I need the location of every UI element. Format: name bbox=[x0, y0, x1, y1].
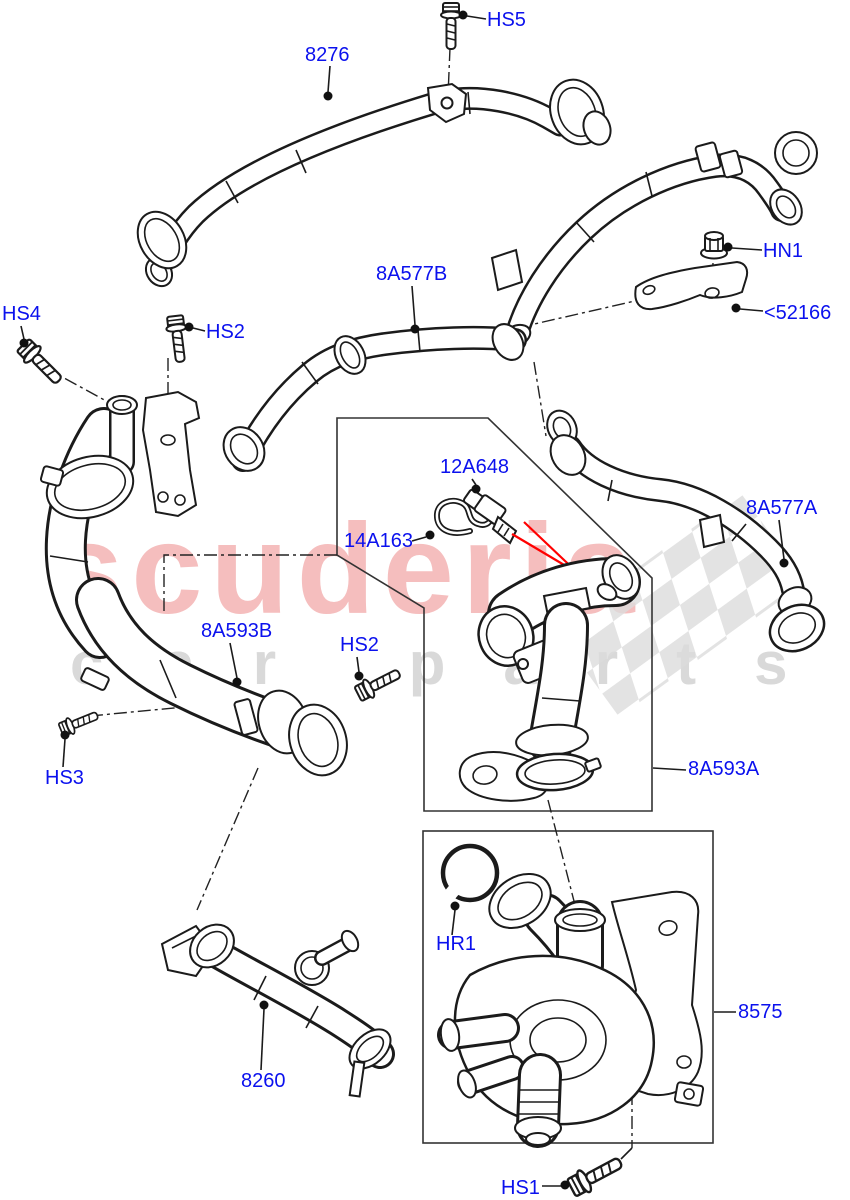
callout-hs5[interactable]: HS5 bbox=[487, 9, 526, 31]
hose-8260-drawing bbox=[160, 923, 395, 1098]
callout-hs4[interactable]: HS4 bbox=[2, 303, 41, 325]
sensor-12a648-drawing bbox=[463, 488, 518, 545]
clip-14a163-drawing bbox=[434, 497, 495, 536]
hose-8276-drawing bbox=[136, 78, 612, 288]
callout-hs2-upper[interactable]: HS2 bbox=[206, 321, 245, 343]
callout-hs1[interactable]: HS1 bbox=[501, 1177, 540, 1199]
o-ring-hr1-drawing bbox=[440, 843, 500, 904]
nut-hn1-drawing bbox=[700, 231, 728, 260]
callout-8a577a[interactable]: 8A577A bbox=[746, 497, 818, 519]
thermostat-8575-drawing bbox=[437, 873, 705, 1148]
callout-hs3[interactable]: HS3 bbox=[45, 767, 84, 789]
group-box-8575 bbox=[422, 830, 736, 1144]
callout-hr1[interactable]: HR1 bbox=[436, 933, 477, 955]
bracket-52166-drawing bbox=[634, 260, 749, 311]
hose-8a577b-drawing bbox=[222, 323, 527, 472]
bolt-hs2b-drawing bbox=[352, 663, 405, 704]
callout-14a163[interactable]: 14A163 bbox=[344, 530, 413, 552]
callout-12a648[interactable]: 12A648 bbox=[440, 456, 509, 478]
callout-8a593a[interactable]: 8A593A bbox=[688, 758, 760, 780]
bolt-hs5-drawing bbox=[440, 2, 462, 50]
callout-52166[interactable]: <52166 bbox=[764, 302, 832, 324]
callout-8276[interactable]: 8276 bbox=[305, 44, 350, 66]
checkered-flag-watermark bbox=[554, 492, 806, 718]
water-outlet-8a593b-drawing bbox=[39, 390, 348, 777]
bolt-hs2a-drawing bbox=[163, 313, 192, 364]
group-box-8a593a bbox=[336, 417, 687, 812]
callout-8a577b[interactable]: 8A577B bbox=[376, 263, 448, 285]
callout-8a593b[interactable]: 8A593B bbox=[201, 620, 273, 642]
callout-8260[interactable]: 8260 bbox=[241, 1070, 286, 1092]
callout-leaders bbox=[19, 10, 789, 1190]
callout-hn1[interactable]: HN1 bbox=[763, 240, 804, 262]
callout-8575[interactable]: 8575 bbox=[738, 1001, 783, 1023]
connector-8a593a-drawing bbox=[458, 554, 641, 802]
bolt-hs1-drawing bbox=[564, 1150, 628, 1200]
callout-hs2-lower[interactable]: HS2 bbox=[340, 634, 379, 656]
